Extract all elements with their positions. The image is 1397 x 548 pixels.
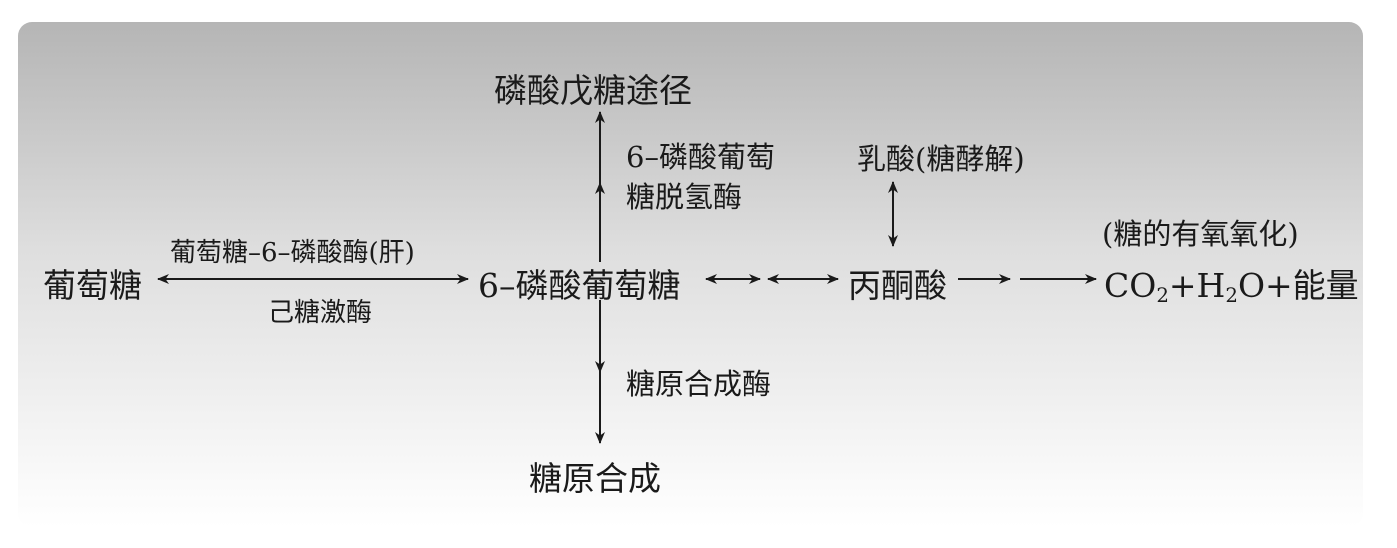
h2o-text-pre: +H (1168, 266, 1226, 305)
node-g6p: 6–磷酸葡萄糖 (478, 266, 681, 305)
co2-subscript: 2 (1156, 283, 1169, 307)
label-aerobic-oxidation: (糖的有氧氧化) (1102, 217, 1299, 251)
h2o-subscript: 2 (1225, 283, 1238, 307)
enzyme-hexokinase: 己糖激酶 (268, 298, 373, 328)
h2o-text-post: O+能量 (1237, 266, 1359, 305)
enzyme-g6pd-line2: 糖脱氢酶 (626, 180, 743, 214)
node-glucose: 葡萄糖 (43, 266, 142, 305)
enzyme-glycogen-synthase: 糖原合成酶 (626, 367, 772, 401)
node-lactate-glycolysis: 乳酸(糖酵解) (857, 142, 1025, 176)
node-pentose-pathway: 磷酸戊糖途径 (494, 71, 692, 110)
node-products: CO2+H2O+能量 (1104, 259, 1359, 307)
co2-text: CO (1104, 266, 1157, 305)
enzyme-g6pd-line1: 6–磷酸葡萄 (626, 140, 775, 174)
enzyme-g6pase: 葡萄糖–6–磷酸酶(肝) (170, 238, 415, 268)
node-pyruvate: 丙酮酸 (848, 266, 947, 305)
node-glycogen-synthesis: 糖原合成 (529, 459, 661, 498)
